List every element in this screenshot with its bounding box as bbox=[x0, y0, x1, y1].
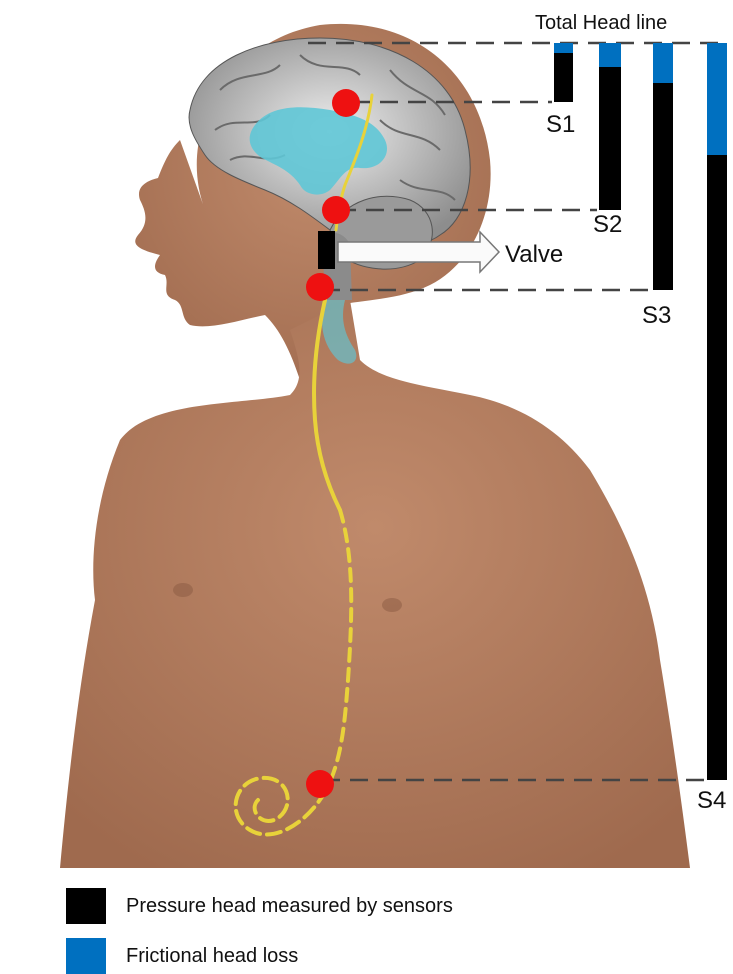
s1-friction-bar bbox=[554, 43, 573, 53]
sensor-dot-icon bbox=[306, 273, 334, 301]
nipple-right bbox=[382, 598, 402, 612]
sensor-dot-icon bbox=[332, 89, 360, 117]
sensor-label-s2: S2 bbox=[593, 211, 622, 238]
bar-s4 bbox=[707, 43, 727, 780]
s4-friction-bar bbox=[707, 43, 727, 155]
legend-label-pressure: Pressure head measured by sensors bbox=[126, 895, 453, 918]
s3-friction-bar bbox=[653, 43, 673, 83]
legend: Pressure head measured by sensors Fricti… bbox=[0, 868, 733, 973]
legend-item-pressure: Pressure head measured by sensors bbox=[66, 888, 453, 924]
neck-torso bbox=[60, 300, 690, 868]
valve-label: Valve bbox=[505, 241, 563, 268]
sensor-dot-icon bbox=[306, 770, 334, 798]
s2-pressure-bar bbox=[599, 67, 621, 210]
s4-pressure-bar bbox=[707, 155, 727, 780]
legend-swatch-pressure bbox=[66, 888, 106, 924]
legend-swatch-friction bbox=[66, 938, 106, 974]
s2-friction-bar bbox=[599, 43, 621, 67]
bar-s1 bbox=[554, 43, 573, 102]
legend-label-friction: Frictional head loss bbox=[126, 945, 298, 968]
sensor-label-s1: S1 bbox=[546, 111, 575, 138]
nipple-left bbox=[173, 583, 193, 597]
sensor-label-s4: S4 bbox=[697, 787, 726, 814]
valve-icon bbox=[318, 231, 335, 269]
sensor-label-s3: S3 bbox=[642, 302, 671, 329]
bar-s2 bbox=[599, 43, 621, 210]
s1-pressure-bar bbox=[554, 53, 573, 102]
legend-item-friction: Frictional head loss bbox=[66, 938, 298, 974]
sensor-dot-icon bbox=[322, 196, 350, 224]
total-head-title: Total Head line bbox=[535, 12, 667, 34]
bar-s3 bbox=[653, 43, 673, 290]
s3-pressure-bar bbox=[653, 83, 673, 290]
